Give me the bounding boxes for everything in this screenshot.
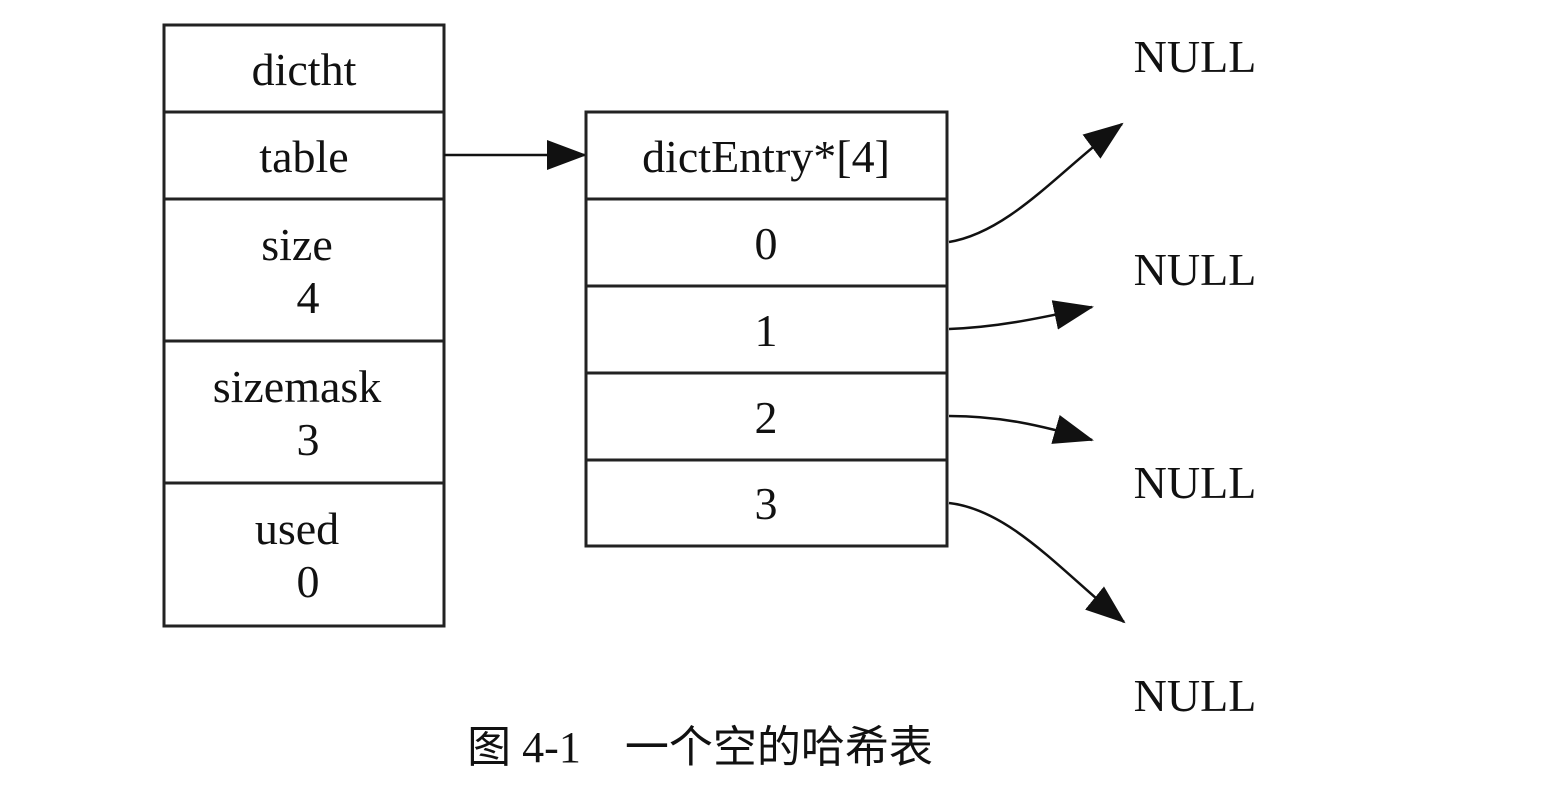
dictentry-header: dictEntry*[4] [642, 131, 890, 182]
dictht-table-cell [162, 110, 446, 201]
dictentry-slot-3-cell [584, 458, 949, 548]
dictentry-slot-0-cell [584, 197, 949, 288]
dictht-table-label: table [259, 131, 348, 182]
slot-3-null-arrow [948, 501, 1126, 624]
slot-0-null-arrow [948, 122, 1124, 244]
figure-caption: 图 4-1 一个空的哈希表 [467, 723, 933, 772]
dictentry-slot-0: 0 [755, 218, 778, 269]
null-label-3: NULL [1134, 670, 1257, 721]
dictht-title-cell [162, 23, 446, 114]
dictht-sizemask-label: sizemask [213, 361, 382, 412]
dictht-used-label: used [255, 503, 339, 554]
dictentry-slot-2: 2 [755, 392, 778, 443]
dictentry-slot-1: 1 [755, 305, 778, 356]
slot-2-null-arrow [948, 414, 1094, 444]
dictentry-slot-3: 3 [755, 478, 778, 529]
dictentry-array: dictEntry*[4] 0 1 2 3 [584, 110, 949, 548]
dictht-used-cell [162, 481, 446, 628]
dictht-title: dictht [252, 44, 357, 95]
dictht-used-value: 0 [297, 556, 320, 607]
dictentry-slot-1-cell [584, 284, 949, 375]
dictentry-slot-2-cell [584, 371, 949, 462]
null-label-1: NULL [1134, 244, 1257, 295]
slot-1-null-arrow [948, 300, 1094, 331]
null-label-0: NULL [1134, 31, 1257, 82]
dictht-struct: dictht table size 4 sizemask 3 used 0 [162, 23, 446, 628]
dictht-size-label: size [261, 219, 333, 270]
dictht-sizemask-cell [162, 339, 446, 485]
dictentry-header-cell [584, 110, 949, 201]
dictht-sizemask-value: 3 [297, 414, 320, 465]
dictht-size-value: 4 [297, 272, 320, 323]
null-label-2: NULL [1134, 457, 1257, 508]
dictht-size-cell [162, 197, 446, 343]
